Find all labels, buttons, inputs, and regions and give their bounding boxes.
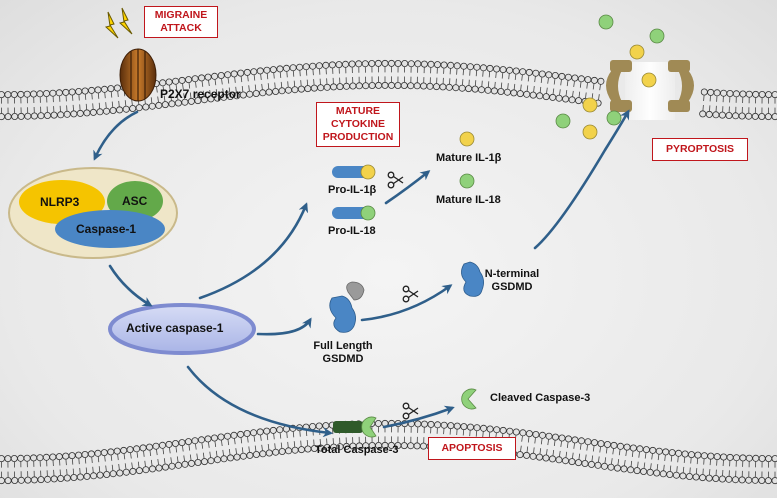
nlrp3-label: NLRP3	[40, 195, 80, 209]
migraine-attack-box: MIGRAINE ATTACK	[144, 6, 218, 38]
arrow-receptor-to-inflammasome	[93, 110, 139, 161]
mature-il1b-label: Mature IL-1β	[436, 152, 502, 164]
n-terminal-gsdmd-line1: N-terminal	[484, 268, 540, 280]
asc-label: ASC	[122, 194, 148, 208]
arrow-cleave-caspase3	[382, 405, 455, 429]
arrow-caspase1-to-caspase3	[186, 365, 333, 438]
pyroptosis-box: PYROPTOSIS	[652, 138, 748, 161]
p2x7-receptor	[119, 48, 157, 102]
pro-il18-icon	[332, 205, 376, 221]
full-length-gsdmd-label: Full Length GSDMD	[310, 340, 376, 366]
mature-cytokine-line1: MATURE	[335, 105, 381, 117]
migraine-line2: ATTACK	[160, 22, 202, 34]
active-caspase1-node	[108, 303, 256, 355]
total-caspase3-icon	[333, 416, 377, 438]
n-terminal-gsdmd-icon	[461, 261, 484, 297]
mature-il1b-icon	[459, 131, 475, 147]
arrow-gsdmd-to-pore	[533, 109, 630, 250]
apoptosis-box: APOPTOSIS	[428, 437, 516, 460]
full-length-gsdmd-line2: GSDMD	[322, 353, 364, 365]
n-terminal-gsdmd-label: N-terminal GSDMD	[482, 268, 542, 294]
mature-il18-label: Mature IL-18	[436, 194, 501, 206]
full-length-gsdmd-line1: Full Length	[313, 340, 373, 352]
active-caspase1-label: Active caspase-1	[126, 321, 224, 335]
arrow-inflammasome-to-caspase1	[108, 264, 153, 307]
scissors-icon	[402, 285, 419, 303]
arrow-cleave-gsdmd	[360, 284, 453, 322]
n-terminal-gsdmd-line2: GSDMD	[491, 281, 533, 293]
pro-il1b-label: Pro-IL-1β	[328, 184, 377, 196]
inflammasome-complex	[8, 167, 178, 259]
scissors-icon	[387, 171, 404, 189]
cleaved-caspase3-icon	[461, 388, 477, 410]
cleaved-caspase3-label: Cleaved Caspase-3	[490, 392, 591, 404]
arrow-caspase1-to-gsdmd	[256, 317, 312, 336]
p2x7-receptor-label: P2X7 receptor	[160, 87, 241, 101]
total-caspase3-label: Total Caspase-3	[315, 444, 399, 456]
caspase1-label: Caspase-1	[76, 222, 137, 236]
arrow-caspase1-to-cytokines	[198, 202, 309, 300]
full-length-gsdmd-icon	[329, 281, 365, 333]
migraine-line1: MIGRAINE	[154, 9, 208, 21]
bottom-cell-membrane	[0, 419, 777, 485]
mature-il18-icon	[459, 173, 475, 189]
gsdmd-pore	[606, 60, 694, 120]
mature-cytokine-production-box: MATURE CYTOKINE PRODUCTION	[316, 102, 400, 147]
arrow-cleave-cytokines	[384, 170, 431, 205]
pro-il1b-icon	[332, 164, 376, 180]
lightning-icon	[104, 7, 133, 39]
pro-il18-label: Pro-IL-18	[328, 225, 376, 237]
mature-cytokine-line3: PRODUCTION	[322, 131, 394, 143]
mature-cytokine-line2: CYTOKINE	[330, 118, 386, 130]
scissors-icon	[402, 402, 419, 420]
